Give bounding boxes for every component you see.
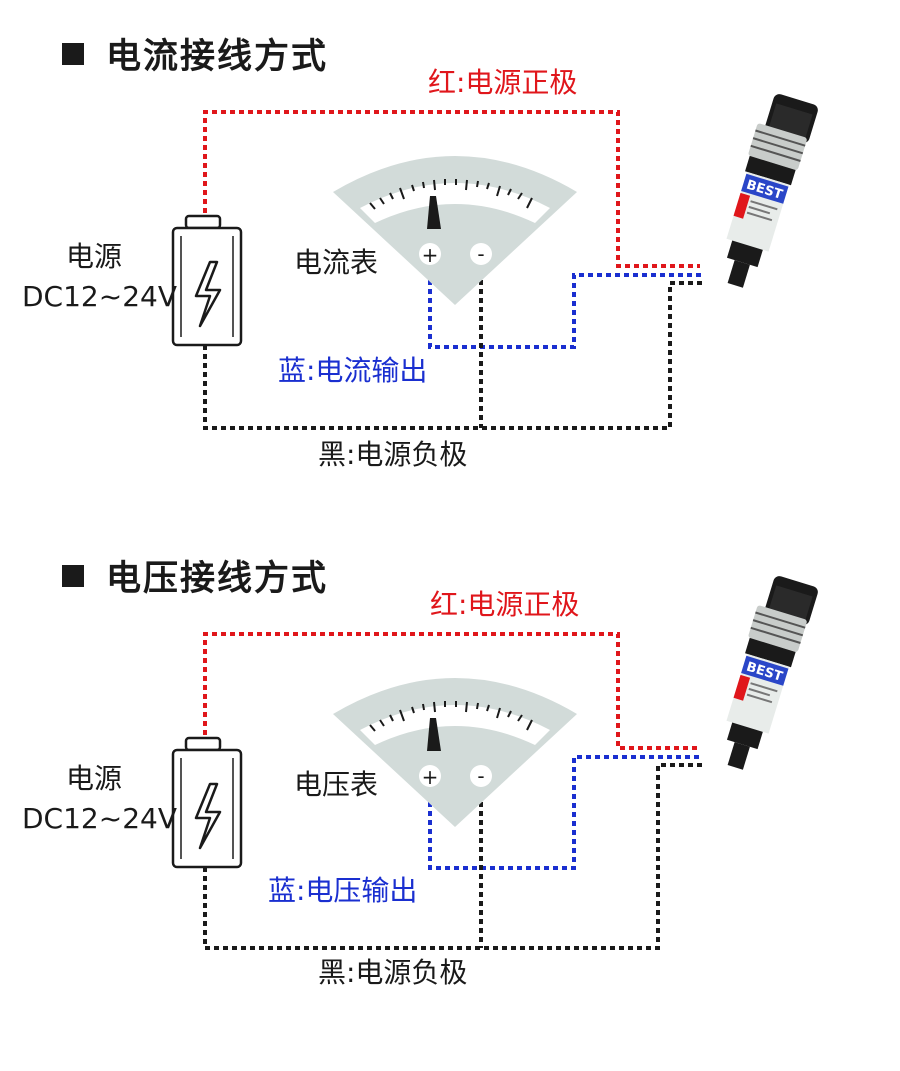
meter-minus-terminal: - bbox=[477, 764, 484, 788]
meter-scale-ticks bbox=[369, 179, 533, 210]
red-wire bbox=[203, 632, 700, 750]
meter-plus-terminal: + bbox=[422, 765, 439, 789]
red-wire bbox=[203, 110, 700, 268]
current-wiring-section: 电流接线方式 bbox=[0, 0, 900, 520]
meter-scale-ticks bbox=[369, 701, 533, 732]
black-wire bbox=[203, 281, 703, 430]
blue-wire bbox=[428, 262, 702, 349]
square-bullet-icon bbox=[62, 564, 84, 587]
section-title: 电流接线方式 bbox=[106, 37, 329, 77]
power-supply-icon bbox=[171, 214, 243, 347]
psu-label: 电源 bbox=[66, 240, 123, 273]
negative-wire-label: 黑:电源负极 bbox=[318, 956, 468, 989]
meter-minus-terminal: - bbox=[477, 242, 484, 266]
black-wire bbox=[203, 763, 703, 950]
blue-wire bbox=[428, 755, 702, 870]
psu-label: 电源 bbox=[66, 762, 123, 795]
psu-voltage-label: DC12~24V bbox=[22, 280, 177, 313]
meter-label: 电流表 bbox=[294, 246, 379, 279]
meter-plus-terminal: + bbox=[422, 243, 439, 267]
voltage-wiring-diagram: + - BEST bbox=[171, 576, 818, 950]
section-title: 电压接线方式 bbox=[106, 559, 329, 599]
output-wire-label: 蓝:电流输出 bbox=[278, 354, 428, 387]
ammeter-icon bbox=[333, 156, 577, 305]
positive-wire-label: 红:电源正极 bbox=[428, 66, 578, 99]
section-header: 电压接线方式 bbox=[62, 550, 328, 601]
photoelectric-sensor-icon: BEST bbox=[726, 94, 818, 288]
power-supply-icon bbox=[171, 736, 243, 869]
negative-wire-label: 黑:电源负极 bbox=[318, 438, 468, 471]
current-wiring-diagram: + - BEST bbox=[171, 94, 818, 430]
positive-wire-label: 红:电源正极 bbox=[430, 588, 580, 621]
voltage-wiring-section: 电压接线方式 bbox=[0, 522, 900, 1042]
psu-voltage-label: DC12~24V bbox=[22, 802, 177, 835]
square-bullet-icon bbox=[62, 42, 84, 65]
section-header: 电流接线方式 bbox=[62, 28, 328, 79]
photoelectric-sensor-icon: BEST bbox=[726, 576, 818, 770]
voltmeter-icon bbox=[333, 678, 577, 827]
output-wire-label: 蓝:电压输出 bbox=[268, 874, 418, 907]
meter-label: 电压表 bbox=[294, 768, 379, 801]
